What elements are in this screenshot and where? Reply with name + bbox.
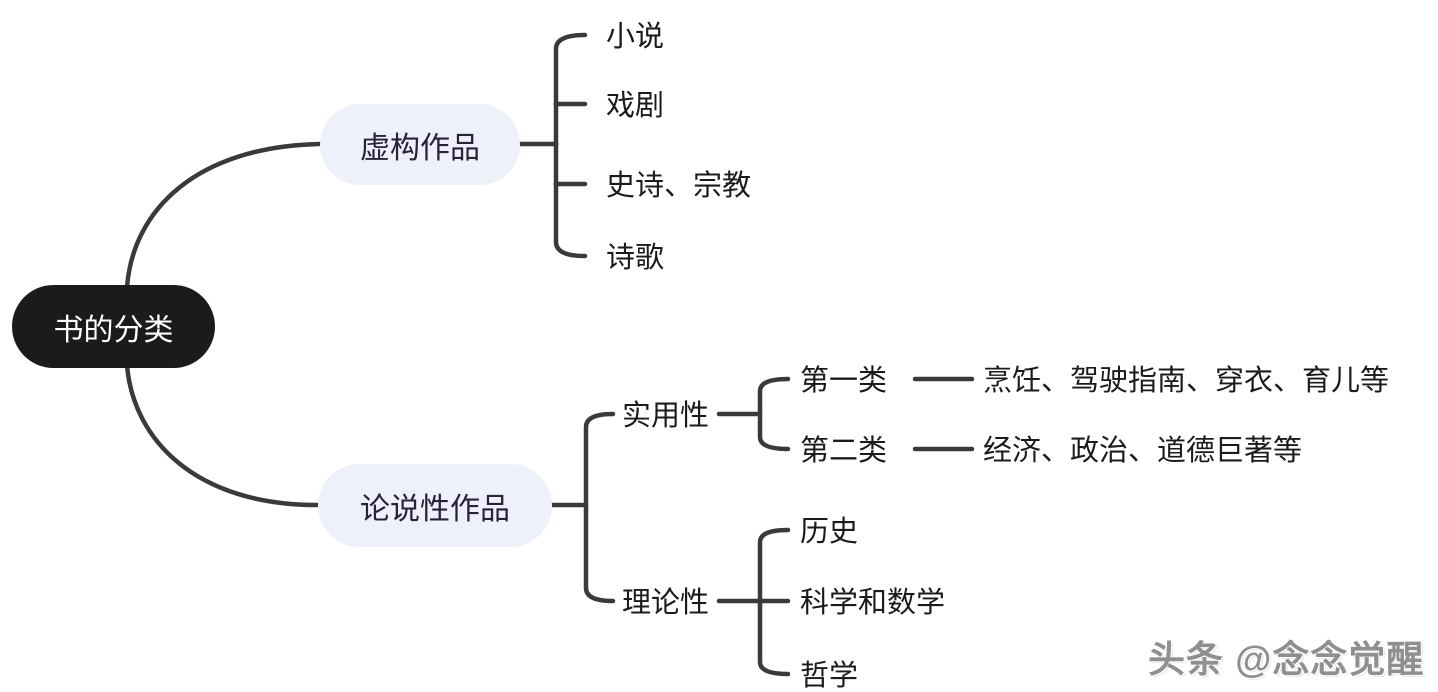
leaf-drama: 戏剧 [606,90,665,123]
root-node-book-classification: 书的分类 [12,285,215,368]
connector-fiction-bracket [553,32,588,259]
leaf-science-math: 科学和数学 [800,587,946,620]
connector-root-fiction [124,141,322,290]
connector-expository-bracket [583,411,616,604]
leaf-history: 历史 [800,516,859,549]
leaf-philosophy: 哲学 [800,660,859,692]
connector-practical-bracket [757,376,791,452]
leaf-category-1: 第一类 [800,365,888,398]
connector-root-expository [124,362,320,508]
leaf-category-2: 第二类 [800,435,888,468]
leaf-theoretical: 理论性 [622,587,710,620]
leaf-category-1-detail: 烹饪、驾驶指南、穿衣、育儿等 [983,365,1390,398]
root-node-label: 书的分类 [53,313,174,347]
toutiao-watermark: 头条 @念念觉醒 [1148,639,1425,680]
branch-node-expository: 论说性作品 [318,464,552,547]
branch-fiction-label: 虚构作品 [360,131,480,165]
leaf-epic-religion: 史诗、宗教 [606,170,752,203]
leaf-poetry: 诗歌 [606,242,665,275]
branch-expository-label: 论说性作品 [360,492,510,526]
leaf-practical: 实用性 [622,400,710,433]
leaf-novel: 小说 [606,21,665,54]
branch-node-fiction: 虚构作品 [320,104,520,185]
leaf-category-2-detail: 经济、政治、道德巨著等 [983,435,1303,468]
